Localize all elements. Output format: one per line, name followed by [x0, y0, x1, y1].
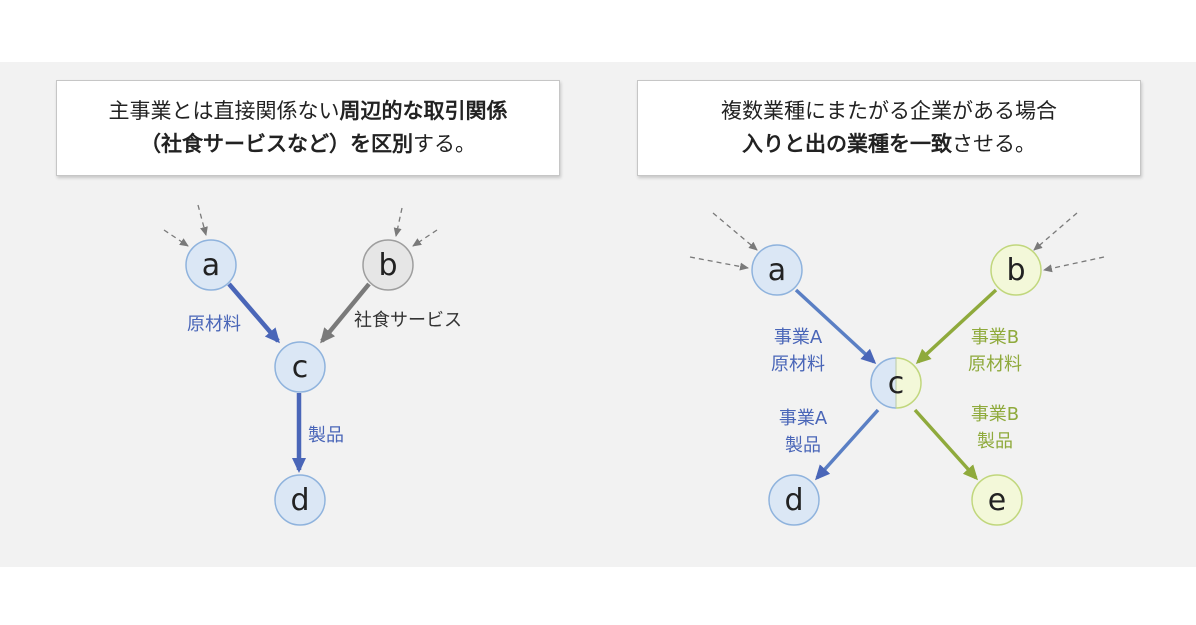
right-incoming-a2-arrow [689, 256, 749, 271]
left-incoming-b1-arrow [393, 207, 403, 237]
left-node-a [185, 239, 237, 291]
left-node-b-label: b [378, 248, 397, 283]
right-caption-line2-bold: 入りと出の業種を一致 [742, 132, 952, 156]
right-a-to-c-arrow [794, 288, 877, 365]
left-caption-line2-normal: する。 [413, 132, 476, 156]
right-label-a-prod-1: 事業A [779, 408, 828, 429]
left-label-service: 社食サービス [354, 310, 462, 331]
left-node-d-label: d [290, 483, 309, 518]
right-caption-box: 複数業種にまたがる企業がある場合 入りと出の業種を一致させる。 [637, 80, 1141, 176]
left-caption-line1: 主事業とは直接関係ない周辺的な取引関係 [57, 95, 559, 128]
right-caption-line1: 複数業種にまたがる企業がある場合 [721, 99, 1057, 123]
left-incoming-b2-arrow [412, 229, 438, 247]
right-c-to-d-arrow [814, 408, 880, 481]
right-node-d [768, 474, 820, 526]
left-incoming-a1-arrow [163, 229, 189, 247]
left-label-raw: 原材料 [187, 314, 241, 335]
left-node-c [274, 341, 326, 393]
right-caption-line2: 入りと出の業種を一致させる。 [638, 128, 1140, 161]
right-label-b-raw-1: 事業B [971, 327, 1019, 348]
right-caption-line2-normal: させる。 [952, 132, 1036, 156]
right-incoming-b1-arrow [1033, 212, 1078, 251]
right-node-c-label: c [888, 366, 905, 401]
right-label-b-prod-1: 事業B [971, 404, 1019, 425]
left-caption-line1-bold: 周辺的な取引関係 [339, 99, 508, 123]
right-label-b-prod-2: 製品 [977, 431, 1013, 452]
right-b-to-c-arrow [915, 288, 998, 365]
right-node-d-label: d [784, 483, 803, 518]
right-label-a-raw-1: 事業A [774, 327, 823, 348]
right-incoming-a1-arrow [712, 212, 758, 251]
right-node-e [971, 474, 1023, 526]
left-b-to-c-arrow [320, 282, 371, 344]
left-caption-box: 主事業とは直接関係ない周辺的な取引関係 （社食サービスなど）を区別する。 [56, 80, 560, 176]
right-node-b-label: b [1006, 253, 1025, 288]
left-caption-line1-normal: 主事業とは直接関係ない [108, 99, 340, 123]
left-node-b [362, 239, 414, 291]
right-c-to-e-arrow [913, 408, 979, 481]
right-label-a-raw-2: 原材料 [771, 354, 825, 375]
left-caption-line2: （社食サービスなど）を区別する。 [57, 128, 559, 161]
left-caption-line2-bold: （社食サービスなど）を区別 [140, 132, 413, 156]
left-incoming-a2-arrow [197, 204, 208, 236]
right-node-a [751, 244, 803, 296]
right-node-b [990, 244, 1042, 296]
left-node-c-label: c [292, 350, 309, 385]
right-node-a-label: a [768, 253, 786, 288]
right-node-e-label: e [988, 483, 1006, 518]
right-incoming-b2-arrow [1043, 256, 1105, 273]
left-label-product: 製品 [308, 425, 344, 446]
left-node-a-label: a [202, 248, 220, 283]
left-node-d [274, 474, 326, 526]
right-label-b-raw-2: 原材料 [968, 354, 1022, 375]
left-a-to-c-arrow [227, 282, 280, 344]
right-label-a-prod-2: 製品 [785, 435, 821, 456]
